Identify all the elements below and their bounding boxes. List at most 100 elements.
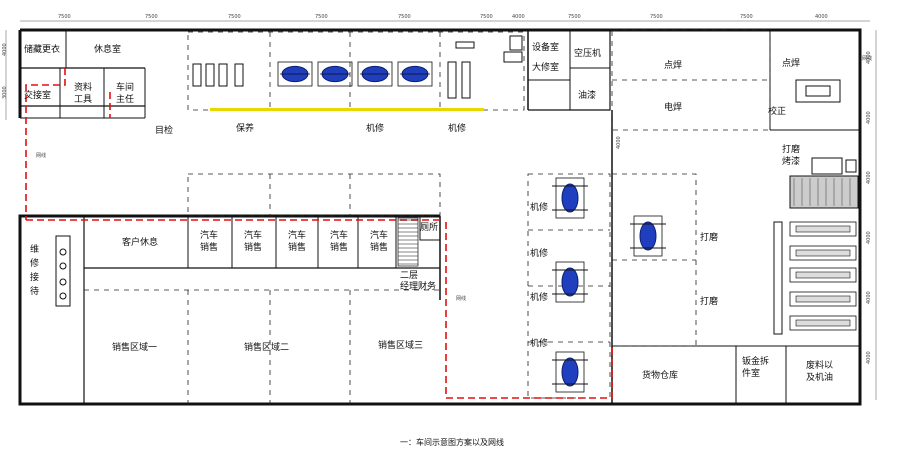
room-sheetmetal-2: 件室 — [742, 367, 760, 379]
room-sheetmetal-1: 钣金拆 — [742, 355, 769, 367]
area-grind-1: 打磨 — [700, 231, 718, 243]
room-toilet: 厕所 — [420, 222, 438, 233]
right-dim-3: 4000 — [866, 231, 872, 244]
paint-booth — [789, 157, 859, 209]
room-director-2: 主任 — [116, 93, 134, 105]
network-cabling — [25, 68, 613, 399]
car-lift-top-2 — [357, 61, 393, 87]
straightening-bench — [795, 79, 841, 103]
sales-room-1-line1: 汽车 — [244, 229, 262, 241]
room-waste-2: 及机油 — [806, 371, 833, 383]
area-visual: 目检 — [155, 124, 173, 136]
room-compressor: 空压机 — [574, 47, 601, 59]
upper-floor-1: 二层 — [400, 270, 418, 281]
right-dim-2: 4000 — [866, 171, 872, 184]
top-dim-0: 7500 — [58, 14, 71, 20]
bay-repair-1: 机修 — [530, 201, 548, 213]
car-lifts-right — [552, 177, 666, 393]
sales-room-0-line1: 汽车 — [200, 229, 218, 241]
car-lift-top-3 — [397, 61, 433, 87]
sales-room-4-line2: 销售 — [370, 241, 388, 253]
car-lifts-top — [277, 61, 433, 87]
bay-repair-2: 机修 — [530, 247, 548, 259]
room-overhaul: 大修室 — [532, 61, 559, 73]
room-equipment: 设备室 — [532, 41, 559, 53]
top-dim-3: 7500 — [315, 14, 328, 20]
area-maintain: 保养 — [236, 122, 254, 134]
lift-equipment-top — [192, 63, 244, 87]
sales-room-1-line2: 销售 — [244, 241, 262, 253]
room-docs-2: 工具 — [74, 94, 92, 105]
sales-room-0-line2: 销售 — [200, 241, 218, 253]
rack-column — [773, 221, 783, 335]
zone-2: 销售区域二 — [244, 341, 289, 353]
bay-repair-3: 机修 — [530, 291, 548, 303]
network-label-2: 网线 — [456, 295, 466, 302]
top-dim-7: 7500 — [568, 14, 581, 20]
service-char-0: 维 — [30, 243, 39, 255]
car-lift-top-1 — [317, 61, 353, 87]
rack-0 — [789, 221, 857, 237]
service-char-1: 修 — [30, 257, 39, 269]
mid-dim: 4000 — [616, 136, 622, 149]
room-storage: 储藏更衣 — [24, 43, 60, 55]
room-spotweld-1: 点焊 — [664, 59, 682, 71]
top-dim-1: 7500 — [145, 14, 158, 20]
room-director-1: 车间 — [116, 81, 134, 93]
top-dim-4: 7500 — [398, 14, 411, 20]
room-straighten: 校正 — [768, 105, 786, 117]
paint-booth-grid — [793, 178, 851, 206]
car-lift-right-1 — [552, 261, 588, 303]
rack-1 — [789, 245, 857, 261]
left-dim-1: 4000 — [2, 43, 8, 56]
room-spotweld-2: 点焊 — [782, 57, 800, 69]
bay-repair-4: 机修 — [530, 337, 548, 349]
top-dim-9: 7500 — [740, 14, 753, 20]
service-char-3: 待 — [30, 285, 39, 297]
car-lift-right-0 — [552, 177, 588, 219]
parts-racks — [789, 221, 857, 331]
top-dim-8: 7500 — [650, 14, 663, 20]
area-grind-2: 打磨 — [700, 295, 718, 307]
service-equipment-right — [447, 35, 523, 99]
upper-floor-2: 经理财务 — [400, 280, 436, 292]
room-rest: 休息室 — [94, 43, 121, 55]
rack-3 — [789, 291, 857, 307]
area-repair-2: 机修 — [448, 122, 466, 134]
left-dim-2: 3000 — [2, 86, 8, 99]
zone-3: 销售区域三 — [378, 339, 423, 351]
room-waste-1: 废料以 — [806, 359, 833, 371]
room-warehouse: 货物仓库 — [642, 369, 678, 381]
top-dim-10: 4000 — [815, 14, 828, 20]
staircase — [397, 217, 419, 267]
right-dim-4: 4000 — [866, 291, 872, 304]
top-dim-5: 7500 — [480, 14, 493, 20]
room-handover: 交接室 — [24, 89, 51, 101]
dashed-zones — [84, 29, 771, 404]
zone-1: 销售区域一 — [112, 341, 157, 353]
car-lift-right-2 — [552, 351, 588, 393]
top-dim-6: 4000 — [512, 14, 525, 20]
room-paint: 油漆 — [578, 89, 596, 101]
car-lift-top-0 — [277, 61, 313, 87]
area-repair-1: 机修 — [366, 122, 384, 134]
sales-room-3-line1: 汽车 — [330, 229, 348, 241]
sales-room-2-line2: 销售 — [288, 241, 306, 253]
service-char-2: 接 — [30, 271, 39, 283]
car-lift-right-3 — [630, 215, 666, 257]
right-dim-1: 4000 — [866, 111, 872, 124]
sales-room-4-line1: 汽车 — [370, 229, 388, 241]
caption: 一：车间示意图方案以及网线 — [400, 437, 504, 447]
reception-equipment — [55, 235, 71, 307]
equipment-yellow-bar — [210, 108, 484, 111]
sales-room-2-line1: 汽车 — [288, 229, 306, 241]
room-weld: 电焊 — [664, 101, 682, 113]
rack-2 — [789, 267, 857, 283]
rack-4 — [789, 315, 857, 331]
network-label-3: 网线 — [862, 55, 872, 62]
